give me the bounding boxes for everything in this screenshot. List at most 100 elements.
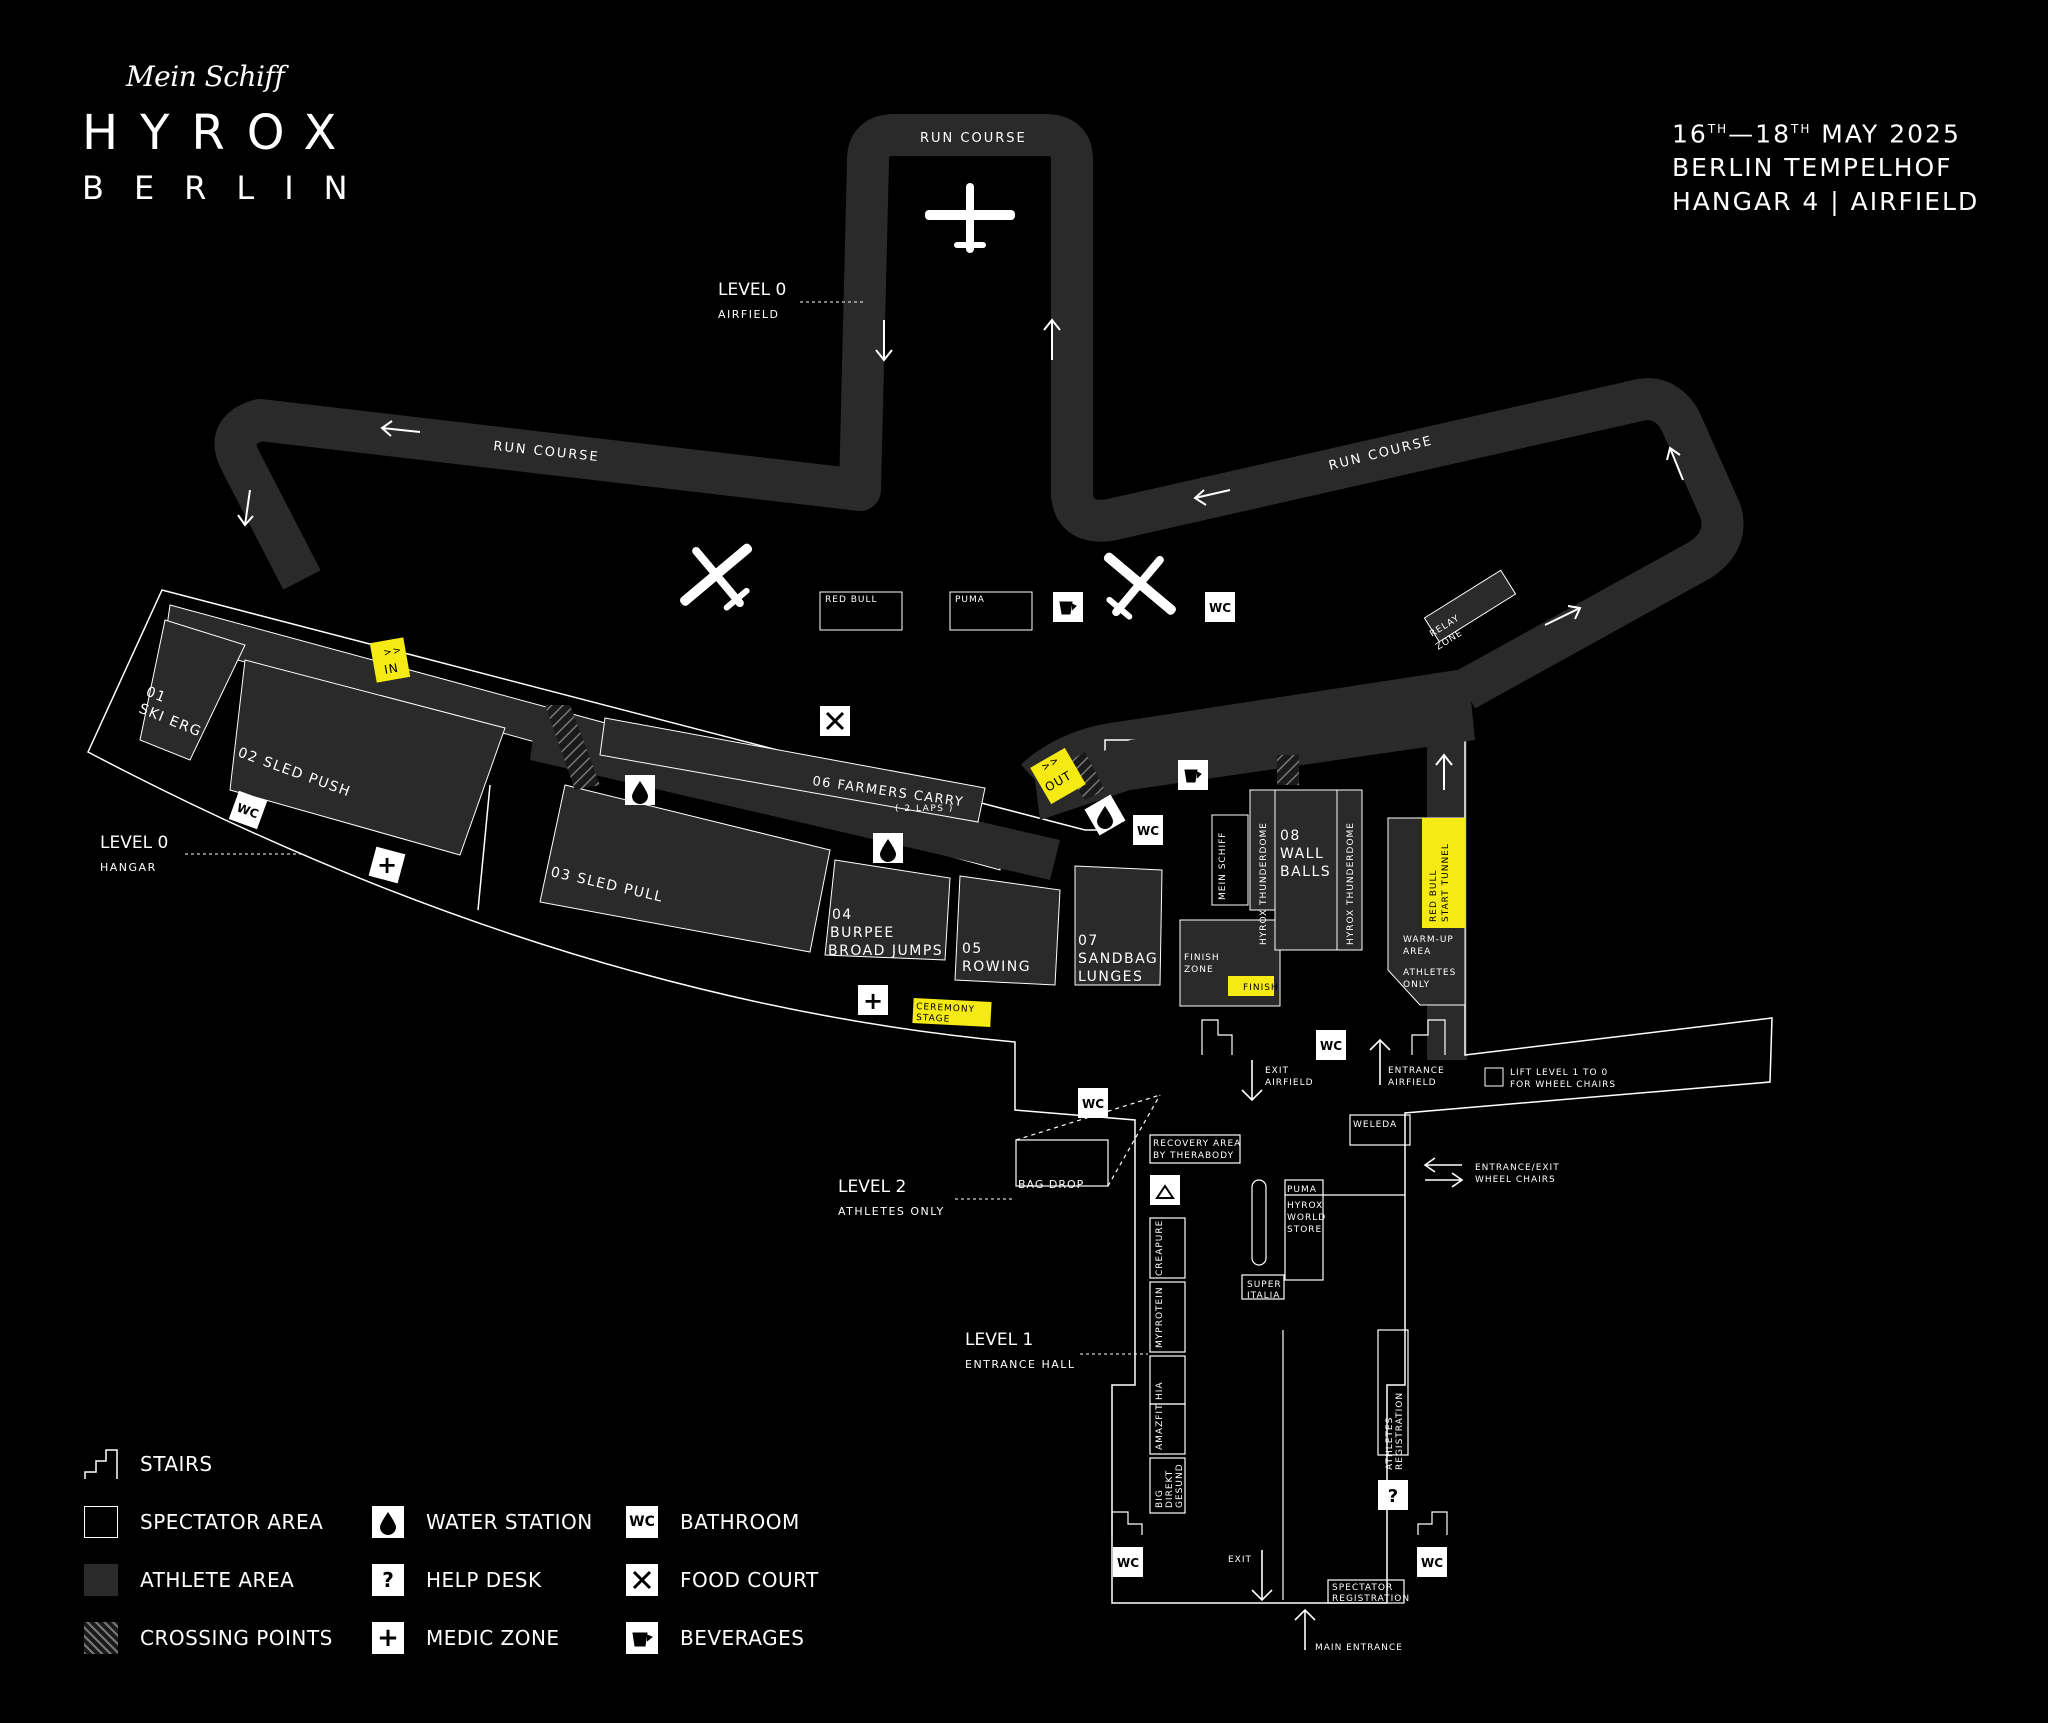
athletes-only-line2: ONLY	[1403, 980, 1430, 990]
wc-icon: WC	[1417, 1547, 1447, 1577]
myprotein-label: MYPROTEIN	[1155, 1286, 1165, 1348]
registration-line1: ATHLETES	[1385, 1417, 1395, 1470]
level-entrance-sub: ENTRANCE HALL	[965, 1358, 1076, 1371]
airplane-icon-top	[925, 183, 1015, 253]
thunderdome-right: HYROX THUNDERDOME	[1346, 822, 1356, 945]
coffee-cup-icon	[1053, 592, 1083, 622]
puma-store-line2: WORLD	[1287, 1213, 1326, 1223]
station-08-line2: BALLS	[1280, 864, 1331, 880]
flow-arrows	[1241, 1038, 1464, 1650]
level-athletes-title: LEVEL 2	[838, 1177, 906, 1197]
entrance-exit-line1: ENTRANCE/EXIT	[1475, 1163, 1560, 1173]
amazfit-label: AMAZFIT	[1155, 1403, 1165, 1450]
out-marker	[1030, 747, 1086, 805]
legend-food-court: FOOD COURT	[626, 1564, 819, 1596]
recovery-line2: BY THERABODY	[1153, 1151, 1234, 1161]
puma-store-line1: HYROX	[1287, 1201, 1323, 1211]
exit-airfield-line1: EXIT	[1265, 1066, 1289, 1076]
station-07-num: 07	[1078, 933, 1099, 949]
level-entrance-title: LEVEL 1	[965, 1330, 1033, 1350]
run-course-label-top: RUN COURSE	[920, 131, 1027, 146]
spectator-reg-line2: REGISTRATION	[1332, 1594, 1410, 1604]
level-athletes-sub: ATHLETES ONLY	[838, 1205, 945, 1218]
finish-zone-line1: FINISH	[1184, 953, 1220, 963]
spectator-area-swatch	[84, 1506, 118, 1538]
airplane-icons	[680, 183, 1176, 620]
athlete-area-swatch	[84, 1564, 118, 1596]
super-italia-line1: SUPER	[1247, 1280, 1282, 1290]
svg-text:WC: WC	[1137, 824, 1159, 838]
wc-icon: WC	[1078, 1088, 1108, 1118]
station-08-line1: WALL	[1280, 846, 1324, 862]
lift-line1: LIFT LEVEL 1 TO 0	[1510, 1068, 1608, 1078]
entrance-airfield-line2: AIRFIELD	[1388, 1078, 1437, 1088]
warmup-line1: WARM-UP	[1403, 935, 1454, 945]
highlight-zones	[369, 637, 1465, 1028]
weleda-label: WELEDA	[1353, 1120, 1397, 1130]
water-drop-icon	[625, 775, 655, 805]
creapure-label: CREAPURE	[1155, 1220, 1165, 1276]
event-location: HANGAR 4 | AIRFIELD	[1672, 187, 1980, 217]
start-tunnel-line2: START TUNNEL	[1441, 843, 1451, 922]
station-05-num: 05	[962, 941, 983, 957]
in-marker	[369, 637, 411, 683]
mein-schiff-zone: MEIN SCHIFF	[1218, 832, 1228, 900]
hangar-outline	[87, 589, 1773, 1604]
medic-cross-icon: +	[372, 1622, 404, 1654]
legend-crossing-points: CROSSING POINTS	[84, 1622, 333, 1654]
station-01-num: 01	[144, 684, 169, 707]
ceremony-stage-highlight	[912, 997, 992, 1028]
in-label: IN	[383, 661, 400, 677]
station-05-name: ROWING	[962, 959, 1031, 975]
spectator-reg-line1: SPECTATOR	[1332, 1583, 1393, 1593]
stairs-icon	[84, 1449, 118, 1479]
legend-spectator-area: SPECTATOR AREA	[84, 1506, 323, 1538]
lift-icon	[1484, 1067, 1504, 1087]
puma-store-brand: PUMA	[1287, 1185, 1317, 1195]
finish-label: FINISH	[1243, 983, 1279, 993]
event-venue: BERLIN TEMPELHOF	[1672, 153, 1953, 183]
athletes-only-line1: ATHLETES	[1403, 968, 1456, 978]
run-direction-arrows	[237, 318, 1684, 790]
food-court-icon	[626, 1564, 658, 1596]
ceremony-line1: CEREMONY	[916, 1002, 975, 1015]
wc-icon: WC	[1113, 1547, 1143, 1577]
exit-airfield-line2: AIRFIELD	[1265, 1078, 1314, 1088]
svg-text:WC: WC	[1117, 1556, 1139, 1570]
svg-text:WC: WC	[1320, 1039, 1342, 1053]
level-airfield-sub: AIRFIELD	[718, 308, 780, 321]
station-04-num: 04	[832, 907, 853, 923]
svg-text:WC: WC	[1209, 601, 1231, 615]
level-hangar-title: LEVEL 0	[100, 833, 168, 853]
big-line2: DIREKT	[1165, 1470, 1175, 1508]
station-04-line2: BROAD JUMPS	[828, 943, 943, 959]
wc-icon: WC	[1316, 1030, 1346, 1060]
puma-label: PUMA	[955, 595, 985, 605]
svg-text:+: +	[863, 987, 883, 1015]
station-04-line1: BURPEE	[830, 925, 895, 941]
city-wordmark: BERLIN	[82, 169, 378, 207]
station-07-line1: SANDBAG	[1078, 951, 1158, 967]
station-06-note: ( 2 LAPS )	[895, 804, 954, 814]
svg-text:?: ?	[1388, 1486, 1398, 1507]
wc-icon: WC	[626, 1506, 658, 1538]
hia-label: HIA	[1155, 1381, 1165, 1400]
water-drop-icon	[1084, 794, 1126, 836]
hyrox-wordmark: HYROX	[82, 105, 359, 161]
entrance-airfield-line1: ENTRANCE	[1388, 1066, 1445, 1076]
help-desk-icon: ?	[1378, 1480, 1408, 1510]
recovery-line1: RECOVERY AREA	[1153, 1139, 1241, 1149]
red-bull-booth	[819, 591, 903, 631]
map-icons: WC WC WC WC WC WC WC + + ?	[228, 592, 1447, 1577]
wc-icon: WC	[1205, 592, 1235, 622]
registration-line2: REGISTRATION	[1395, 1392, 1405, 1470]
entrance-exit-line2: WHEEL CHAIRS	[1475, 1175, 1556, 1185]
zone-labels: >> IN >> OUT RED BULL PUMA RELAY ZONE ME…	[383, 591, 1615, 1653]
legend-water-station: WATER STATION	[372, 1506, 593, 1538]
bag-drop-label: BAG DROP	[1018, 1178, 1084, 1191]
station-08-num: 08	[1280, 828, 1301, 844]
thunderdome-left: HYROX THUNDERDOME	[1259, 822, 1269, 945]
level-labels: LEVEL 0 AIRFIELD LEVEL 0 HANGAR LEVEL 2 …	[100, 280, 1148, 1371]
bag-drop-box	[1015, 1139, 1109, 1187]
